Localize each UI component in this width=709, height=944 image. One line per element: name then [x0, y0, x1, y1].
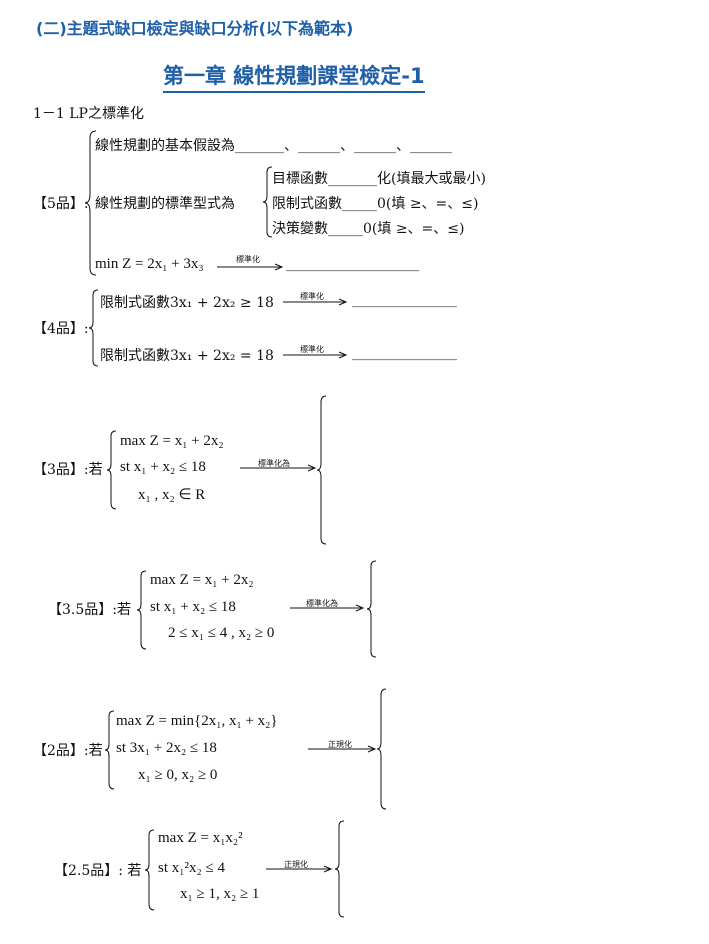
level35-bounds: 2 ≤ x₁ ≤ 4 , x₂ ≥ 0	[168, 625, 275, 641]
subsection-title: 1－1 LP之標準化	[33, 106, 144, 122]
level25-arrow	[266, 865, 333, 873]
level35-left-brace	[136, 570, 147, 650]
level2-arrow	[308, 745, 377, 753]
level3-left-brace	[106, 430, 117, 510]
level25-objective: max Z = x₁x₂²	[158, 830, 243, 846]
level25-bounds: x₁ ≥ 1, x₂ ≥ 1	[180, 886, 260, 902]
level35-answer-brace	[366, 560, 377, 658]
level5-item-variable: 決策變數_____0(填 ≥、=、≤)	[272, 221, 465, 237]
level25-constraint: st x₁²x₂ ≤ 4	[158, 860, 225, 876]
level2-label: 【2品】:若	[33, 743, 103, 759]
level2-arrow-label: 正規化	[328, 740, 352, 749]
level5-arrow	[217, 263, 284, 271]
level35-arrow	[290, 604, 365, 612]
level4-arrow-2	[283, 351, 348, 359]
level3-answer-brace	[316, 395, 327, 545]
level5-left-brace	[84, 130, 97, 276]
level5-item-constraint: 限制式函數_____0(填 ≥、=、≤)	[272, 196, 479, 212]
level3-arrow-label: 標準化為	[258, 459, 290, 468]
level4-row1: 限制式函數3x₁ + 2x₂ ≥ 18	[100, 295, 274, 311]
level4-brace	[88, 289, 99, 367]
level5-label: 【5品】:	[33, 196, 89, 212]
level4-blank-1: _______________	[352, 292, 457, 308]
level5-answer-blank: ___________________	[286, 256, 419, 272]
level2-answer-brace	[376, 688, 387, 810]
level35-arrow-label: 標準化為	[306, 599, 338, 608]
level3-domain: x₁ , x₂ ∈ R	[138, 487, 206, 503]
level25-left-brace	[144, 829, 155, 911]
level5-row3-expression: min Z = 2x₁ + 3x₃	[95, 256, 204, 272]
level25-label: 【2.5品】: 若	[54, 863, 142, 879]
level5-row1: 線性規劃的基本假設為_______、______、______、______	[95, 138, 452, 154]
level3-label: 【3品】:若	[33, 462, 103, 478]
level4-label: 【4品】:	[33, 321, 89, 337]
section-heading: (二)主題式缺口檢定與缺口分析(以下為範本)	[36, 19, 354, 38]
level35-constraint: st x₁ + x₂ ≤ 18	[150, 599, 236, 615]
level3-constraint: st x₁ + x₂ ≤ 18	[120, 459, 206, 475]
level5-item-objective: 目標函數_______化(填最大或最小)	[272, 171, 486, 187]
level4-blank-2: _______________	[352, 345, 457, 361]
level5-row2-lead: 線性規劃的標準型式為	[95, 196, 235, 212]
level2-constraint: st 3x₁ + 2x₂ ≤ 18	[116, 740, 217, 756]
level4-arrow-1	[283, 298, 348, 306]
level4-arrow-label-1: 標準化	[300, 292, 324, 301]
level25-arrow-label: 正規化	[284, 860, 308, 869]
level2-objective: max Z = min{2x₁, x₁ + x₂}	[116, 713, 278, 729]
level4-arrow-label-2: 標準化	[300, 345, 324, 354]
level3-objective: max Z = x₁ + 2x₂	[120, 433, 224, 449]
level35-label: 【3.5品】:若	[48, 602, 131, 618]
level35-objective: max Z = x₁ + 2x₂	[150, 572, 254, 588]
level25-answer-brace	[334, 820, 345, 918]
chapter-title: 第一章 線性規劃課堂檢定-1	[163, 60, 425, 93]
level3-arrow	[240, 464, 317, 472]
level5-arrow-label: 標準化	[236, 255, 260, 264]
level4-row2: 限制式函數3x₁ + 2x₂ = 18	[100, 348, 274, 364]
level5-inner-brace	[262, 166, 273, 238]
level2-left-brace	[104, 710, 115, 790]
level2-nonnegativity: x₁ ≥ 0, x₂ ≥ 0	[138, 767, 218, 783]
